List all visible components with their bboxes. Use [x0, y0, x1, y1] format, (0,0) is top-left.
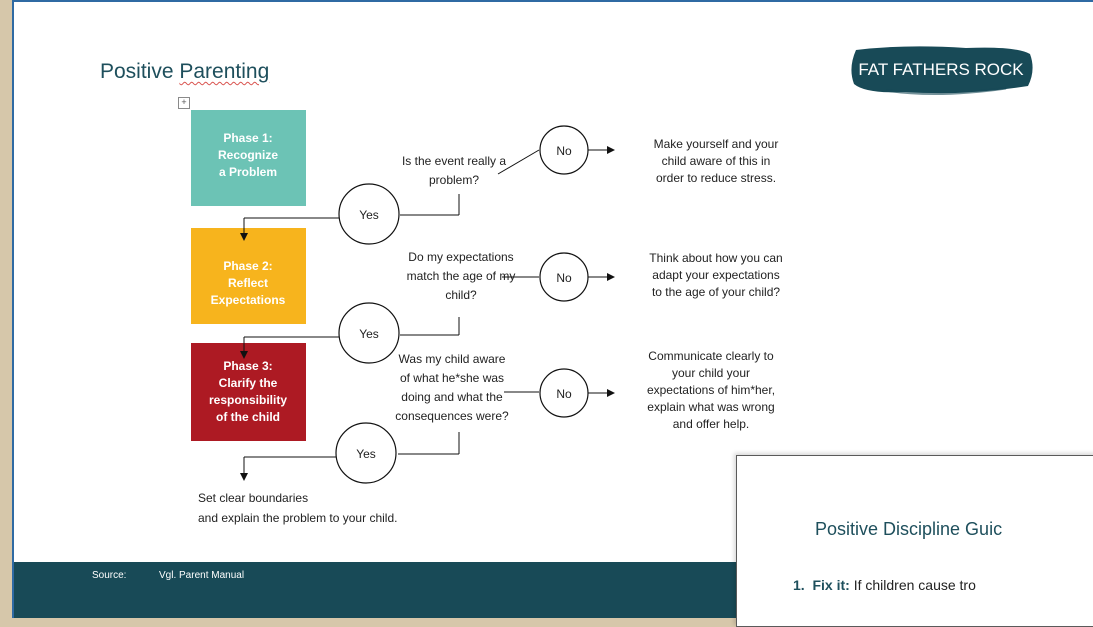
question-3-line-2: of what he*she was — [400, 371, 504, 385]
no-label-1: No — [556, 144, 572, 158]
phase-2-label-line-2: Reflect — [228, 276, 268, 290]
source-value: Vgl. Parent Manual — [159, 570, 245, 581]
question-2-line-2: match the age of my — [407, 269, 516, 283]
phase-3-label-line-3: responsibility — [209, 393, 287, 407]
consequence-2-line-1: Think about how you can — [649, 251, 782, 265]
consequence-1-line-1: Make yourself and your — [654, 137, 779, 151]
logo-text: FAT FATHERS ROCK — [858, 60, 1024, 79]
overlay-document-page[interactable]: Positive Discipline Guic 1. Fix it: If c… — [736, 455, 1093, 627]
overlay-item-text: If children cause tro — [849, 577, 976, 593]
page-title: Positive Parenting — [100, 60, 270, 83]
consequence-1-line-3: order to reduce stress. — [656, 171, 776, 185]
phase-3-label-line-4: of the child — [216, 410, 280, 424]
phase-3-box — [191, 343, 306, 441]
question-2-line-3: child? — [445, 288, 477, 302]
phase-3-label-line-2: Clarify the — [219, 376, 278, 390]
question-3-line-4: consequences were? — [395, 409, 509, 423]
question-3-line-3: doing and what the — [401, 390, 503, 404]
consequence-3-line-2: your child your — [672, 366, 750, 380]
consequence-3-line-3: expectations of him*her, — [647, 383, 775, 397]
phase-2-label-line-1: Phase 2: — [223, 259, 272, 273]
consequence-2-line-3: to the age of your child? — [652, 285, 780, 299]
consequence-2-line-2: adapt your expectations — [652, 268, 779, 282]
phase-2-label-line-3: Expectations — [211, 293, 286, 307]
overlay-list-item: 1. Fix it: If children cause tro — [793, 577, 976, 593]
consequence-3-line-4: explain what was wrong — [647, 400, 774, 414]
overlay-item-number: 1. — [793, 577, 805, 593]
no-label-3: No — [556, 387, 572, 401]
yes-label-1: Yes — [359, 208, 379, 222]
consequence-3-line-5: and offer help. — [673, 417, 750, 431]
overlay-item-bold: Fix it: — [812, 577, 850, 593]
final-text-line-1: Set clear boundaries — [198, 491, 308, 505]
yes-circle-3 — [335, 422, 397, 484]
phase-3-label-line-1: Phase 3: — [223, 359, 272, 373]
phase-2-box — [191, 228, 306, 324]
consequence-3-line-1: Communicate clearly to — [648, 349, 774, 363]
phase-1-label-line-3: a Problem — [219, 165, 277, 179]
yes-circle-1 — [338, 183, 400, 245]
yes-label-3: Yes — [356, 447, 376, 461]
phase-1-label-line-2: Recognize — [218, 148, 278, 162]
final-text-line-2: and explain the problem to your child. — [198, 511, 397, 525]
question-2-line-1: Do my expectations — [408, 250, 513, 264]
question-3-line-1: Was my child aware — [399, 352, 506, 366]
fat-fathers-rock-logo: FAT FATHERS ROCK — [851, 46, 1033, 96]
yes-circle-2 — [338, 302, 400, 364]
table-move-handle-icon[interactable]: + — [178, 97, 190, 109]
yes-label-2: Yes — [359, 327, 379, 341]
source-label: Source: — [92, 570, 127, 581]
overlay-heading: Positive Discipline Guic — [815, 519, 1003, 539]
phase-1-box — [191, 110, 306, 206]
consequence-1-line-2: child aware of this in — [662, 154, 771, 168]
phase-1-label-line-1: Phase 1: — [223, 131, 272, 145]
question-1-line-2: problem? — [429, 173, 479, 187]
question-1-line-1: Is the event really a — [402, 154, 506, 168]
no-label-2: No — [556, 271, 572, 285]
